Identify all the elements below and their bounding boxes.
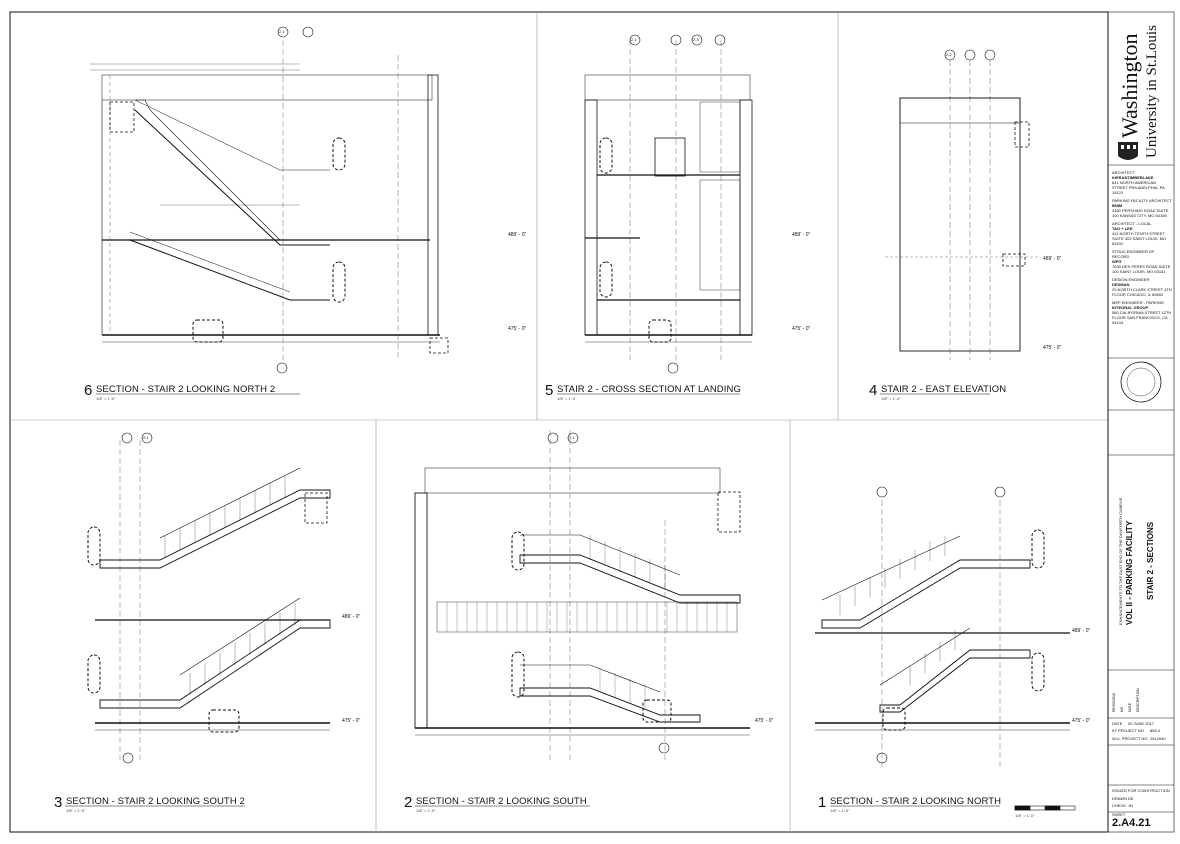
scale-bar-label: 1/8" = 1'-0" bbox=[1015, 813, 1035, 818]
elev-p2-view1: 475' - 0" bbox=[1072, 718, 1091, 724]
local-architect-address: 411 NORTH TENTH STREET SUITE 402 SAINT L… bbox=[1112, 231, 1167, 246]
view-2-section bbox=[414, 430, 750, 760]
architect-address: 841 NORTH AMERICAN STREET PHILADELPHIA, … bbox=[1112, 180, 1165, 195]
parking-architect-address: 2460 PERSHING ROAD SUITE 100 KANSAS CITY… bbox=[1112, 208, 1169, 218]
kt-project-number: 855.4 bbox=[1150, 728, 1161, 733]
revision-description-label: DESCRIPTION bbox=[1136, 688, 1140, 712]
view-6-section bbox=[90, 40, 449, 360]
view-5-scale: 1/8" = 1'-0" bbox=[557, 396, 577, 401]
project-title: VOL II - PARKING FACILITY bbox=[1125, 520, 1134, 625]
view-4-elevation bbox=[885, 60, 1040, 360]
check-label: CHECK bbox=[1112, 803, 1127, 808]
elev-p2-view2: 475' - 0" bbox=[755, 718, 774, 724]
university-shield-logo bbox=[1118, 142, 1138, 160]
date-value: 09 JUNE 2017 bbox=[1128, 721, 1155, 726]
project-description: ENHANCEMENTS TO THE EAST END OF THE DANF… bbox=[1118, 497, 1123, 625]
view-3-scale: 1/8" = 1'-0" bbox=[66, 808, 86, 813]
logo-university: University in St.Louis bbox=[1144, 25, 1160, 158]
view-2-scale: 1/8" = 1'-0" bbox=[416, 808, 436, 813]
mep-heading: MEP ENGINEER - PARKING bbox=[1112, 300, 1164, 305]
design-engineer-address: 20 NORTH CLARK STREET 4TH FLOOR CHICAGO,… bbox=[1112, 287, 1172, 297]
grid-bubble-label: 2.1 bbox=[143, 435, 149, 440]
view-6-title: SECTION - STAIR 2 LOOKING NORTH 2 bbox=[96, 384, 276, 395]
view-6-scale: 1/8" = 1'-0" bbox=[96, 396, 116, 401]
issued-for: ISSUED FOR CONSTRUCTION bbox=[1112, 788, 1170, 793]
drawn-label: DRAWN bbox=[1112, 796, 1127, 801]
drawn-by: DE bbox=[1128, 796, 1134, 801]
grid-bubble-label: 2.1 bbox=[569, 435, 575, 440]
structural-name: WPIT bbox=[1112, 259, 1122, 264]
sheet-number: 2.A4.21 bbox=[1112, 817, 1151, 829]
sheet-label: SHEET bbox=[1112, 812, 1126, 817]
revisions-label: REVISIONS bbox=[1112, 692, 1116, 712]
view-1-section bbox=[815, 500, 1070, 770]
sheet-title: STAIR 2 - SECTIONS bbox=[1146, 521, 1155, 600]
design-engineer-heading: DESIGN ENGINEER bbox=[1112, 277, 1150, 282]
revision-date-label: DATE bbox=[1128, 702, 1132, 712]
architect-heading: ARCHITECT bbox=[1112, 170, 1135, 175]
view-4-title: STAIR 2 - EAST ELEVATION bbox=[881, 384, 1007, 395]
scale-bar bbox=[1014, 805, 1076, 811]
view-3-number: 3 bbox=[54, 794, 63, 811]
view-1-title: SECTION - STAIR 2 LOOKING NORTH bbox=[830, 796, 1002, 807]
elev-p2-view5: 475' - 0" bbox=[792, 326, 811, 332]
mep-name: INTEGRAL GROUP bbox=[1112, 305, 1149, 310]
elev-p2-view4: 475' - 0" bbox=[1043, 345, 1062, 351]
view-4-scale: 1/8" = 1'-0" bbox=[881, 396, 901, 401]
title-block-frame bbox=[1107, 11, 1175, 833]
logo-washington: Washington bbox=[1117, 33, 1142, 138]
parking-architect-heading: PARKING FACILITY ARCHITECT bbox=[1112, 198, 1172, 203]
view-3-section bbox=[87, 440, 331, 760]
structural-address: 7630 DES PERES ROAD SUITE 100 SAINT LOUI… bbox=[1112, 264, 1171, 274]
elev-p1-view3: 489' - 0" bbox=[342, 614, 361, 620]
date-label: DATE bbox=[1112, 721, 1123, 726]
kt-project-label: KT PROJECT NO bbox=[1112, 728, 1144, 733]
elev-p1-view1: 489' - 0" bbox=[1072, 628, 1091, 634]
grid-bubble-label: 2.1 bbox=[279, 29, 285, 34]
grid-bubble-label: 2.3 bbox=[693, 37, 699, 42]
elev-p2-view3: 475' - 0" bbox=[342, 718, 361, 724]
elev-p1-view6: 489' - 0" bbox=[508, 232, 527, 238]
elev-p2-view6: 475' - 0" bbox=[508, 326, 527, 332]
view-3-title: SECTION - STAIR 2 LOOKING SOUTH 2 bbox=[66, 796, 245, 807]
view-5-section bbox=[584, 40, 753, 360]
revision-no-label: NO. bbox=[1120, 705, 1124, 712]
elev-p1-view5: 489' - 0" bbox=[792, 232, 811, 238]
view-4-number: 4 bbox=[869, 382, 878, 399]
view-1-scale: 1/8" = 1'-0" bbox=[830, 808, 850, 813]
wu-project-label: W.U. PROJECT NO bbox=[1112, 736, 1148, 741]
elev-p1-view4: 489' - 0" bbox=[1043, 256, 1062, 262]
view-2-number: 2 bbox=[404, 794, 413, 811]
view-5-number: 5 bbox=[545, 382, 554, 399]
check-by: JH bbox=[1128, 803, 1133, 808]
design-engineer-name: DESMAN bbox=[1112, 282, 1130, 287]
consultant-list: ARCHITECT KIERANTIMBERLAKE 841 NORTH AME… bbox=[1112, 170, 1172, 325]
structural-heading: STRUC ENGINEER OF RECORD bbox=[1112, 249, 1155, 259]
view-2-title: SECTION - STAIR 2 LOOKING SOUTH bbox=[416, 796, 587, 807]
local-architect-name: TAO + LEE bbox=[1112, 226, 1133, 231]
view-5-title: STAIR 2 - CROSS SECTION AT LANDING bbox=[557, 384, 741, 395]
grid-bubble-label: 2.2 bbox=[946, 52, 952, 57]
local-architect-heading: ARCHITECT - LOCAL bbox=[1112, 221, 1152, 226]
view-1-number: 1 bbox=[818, 794, 827, 811]
grid-bubbles bbox=[121, 26, 1006, 764]
view-6-number: 6 bbox=[84, 382, 93, 399]
architect-name: KIERANTIMBERLAKE bbox=[1112, 175, 1154, 180]
parking-architect-name: BNIM bbox=[1112, 203, 1123, 208]
wu-project-number: 2512940 bbox=[1150, 736, 1166, 741]
mep-address: 560 CALIFORNIA STREET 12TH FLOOR SAN FRA… bbox=[1112, 310, 1172, 325]
grid-bubble-label: 2.1 bbox=[631, 37, 637, 42]
